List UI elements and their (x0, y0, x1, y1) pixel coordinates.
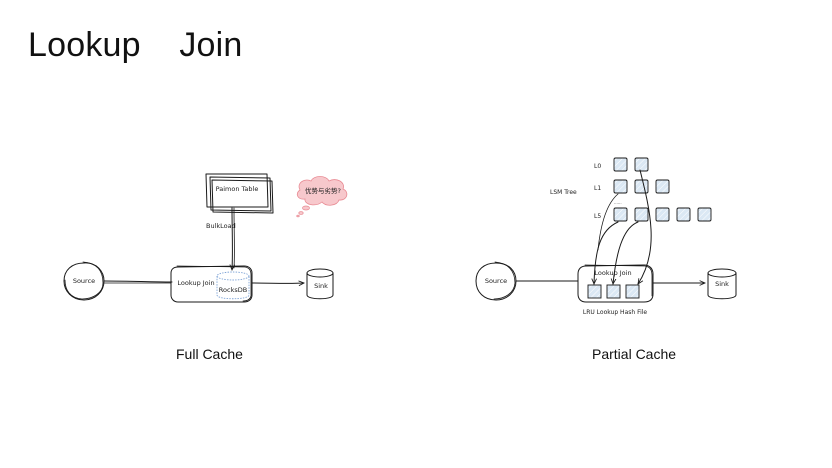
level-label-l1: L1 (594, 185, 601, 192)
level-ellipsis: ...... (614, 200, 622, 205)
partial-cache-diagram: LSM Tree L0 L1 ...... L5 Source Lookup J… (475, 157, 737, 316)
cached-file-3 (625, 284, 640, 299)
lookup-join-label-partial: Lookup Join (594, 269, 631, 277)
load-arrow-1 (594, 221, 619, 284)
level-label-l5: L5 (594, 213, 601, 220)
source-node-partial: Source (475, 261, 517, 301)
sink-node-partial: Sink (707, 268, 737, 300)
rocksdb-label: RocksDB (219, 286, 247, 294)
full-cache-caption: Full Cache (176, 346, 243, 362)
bulkload-label: BulkLoad (206, 222, 236, 230)
lsm-file-l5-4 (676, 207, 691, 222)
lsm-file-l5-3 (655, 207, 670, 222)
source-node: Source (63, 261, 105, 301)
load-arrow-3 (638, 169, 652, 284)
sink-label-partial: Sink (715, 280, 729, 288)
lsm-file-l0-2 (634, 157, 649, 172)
lookup-join-node: Lookup Join (170, 265, 253, 303)
lsm-file-l5-5 (697, 207, 712, 222)
lsm-file-l1-1 (613, 179, 628, 194)
cached-file-1 (587, 284, 602, 299)
paimon-table-label: Paimon Table (216, 185, 259, 193)
lookup-join-label: Lookup Join (177, 279, 214, 287)
load-arrow-2 (613, 221, 639, 284)
lsm-file-l5-1 (613, 207, 628, 222)
lsm-file-l1-3 (655, 179, 670, 194)
source-label: Source (73, 277, 95, 285)
lsm-file-grid (613, 157, 712, 222)
source-to-join-line (103, 280, 173, 283)
source-label-partial: Source (485, 277, 507, 285)
partial-cache-caption: Partial Cache (592, 346, 677, 362)
lsm-file-l1-2 (634, 179, 649, 194)
sink-label: Sink (314, 282, 328, 290)
lsm-file-l5-2 (634, 207, 649, 222)
cached-file-2 (606, 284, 621, 299)
sink-node: Sink (306, 268, 334, 300)
bulkload-arrow: BulkLoad (206, 207, 236, 270)
rocksdb-node: RocksDB (216, 271, 250, 300)
lsm-file-l0-1 (613, 157, 628, 172)
lru-label: LRU Lookup Hash File (583, 309, 648, 316)
thought-bubble: 优势与劣势? (296, 176, 348, 218)
load-arrow-4 (597, 193, 619, 251)
cached-file-group (587, 284, 640, 299)
lookup-join-node-partial: Lookup Join (577, 264, 654, 303)
thought-bubble-text: 优势与劣势? (305, 186, 341, 195)
level-label-l0: L0 (594, 163, 601, 170)
lsm-tree-label: LSM Tree (550, 189, 577, 196)
slide-title: Lookup Join (28, 26, 243, 64)
paimon-table-node: Paimon Table (205, 173, 274, 214)
full-cache-diagram: Paimon Table BulkLoad 优势与劣势? Source (63, 173, 348, 303)
